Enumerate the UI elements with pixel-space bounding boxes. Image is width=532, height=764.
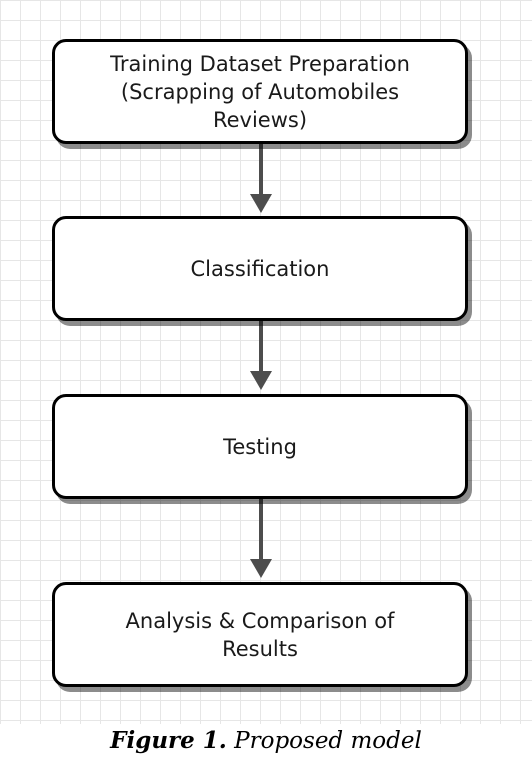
- arrow-step3-to-step4: [250, 499, 272, 578]
- arrow-step1-to-step2: [250, 144, 272, 213]
- step-testing: Testing: [52, 394, 468, 499]
- step-classification: Classification: [52, 216, 468, 321]
- step-training-dataset-preparation: Training Dataset Preparation (Scrapping …: [52, 39, 468, 144]
- figure-caption-label: Figure 1.: [110, 727, 227, 754]
- step-analysis-comparison: Analysis & Comparison of Results: [52, 582, 468, 687]
- figure-caption-text: Proposed model: [234, 728, 422, 754]
- arrow-step2-to-step3: [250, 321, 272, 390]
- figure-caption: Figure 1. Proposed model: [0, 724, 532, 764]
